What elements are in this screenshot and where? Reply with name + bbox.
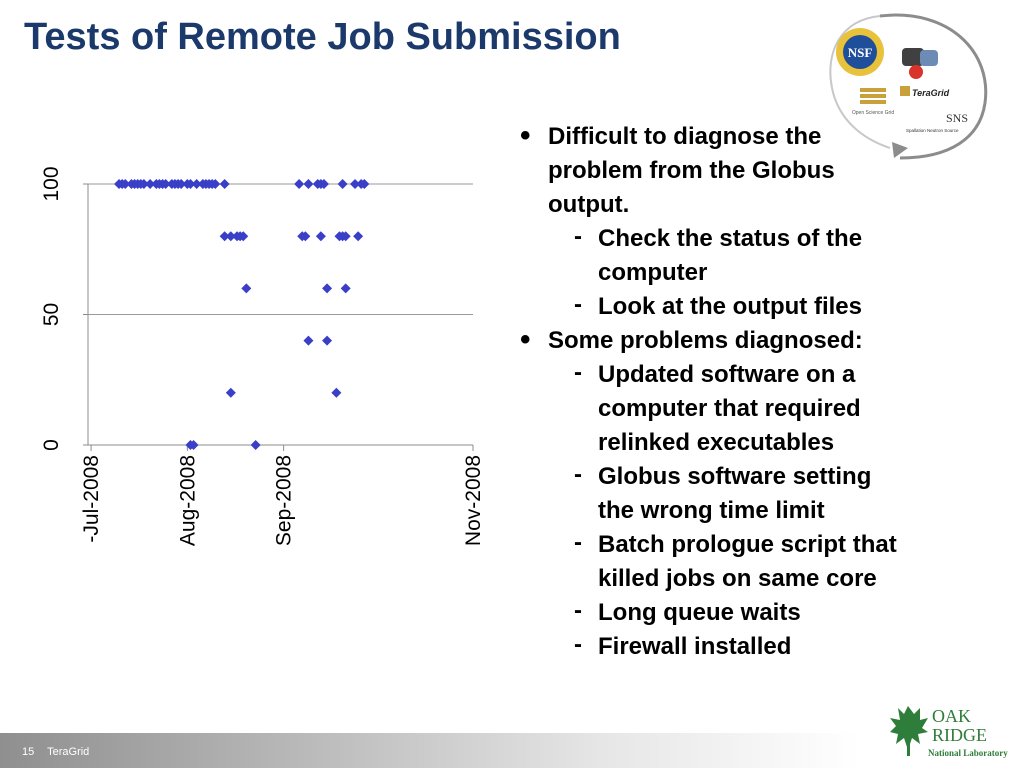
nsf-logo-icon: NSF bbox=[836, 28, 884, 76]
data-point bbox=[315, 231, 326, 242]
dash-icon: - bbox=[574, 223, 582, 250]
job-success-scatter-chart: 0 50 100 -Jul-2008 Aug-2008 Sep-2008 Nov-2008 bbox=[40, 166, 485, 546]
data-point bbox=[176, 179, 187, 189]
bullet-text: Difficult to diagnose the problem from t… bbox=[548, 120, 1000, 222]
data-point bbox=[322, 283, 333, 294]
data-point bbox=[188, 440, 199, 450]
page-number: 15 bbox=[22, 746, 35, 758]
data-point bbox=[225, 231, 236, 242]
sub-bullet-item: - Check the status of the computer bbox=[574, 222, 1000, 290]
data-point bbox=[219, 231, 230, 242]
sub-bullet-item: - Batch prologue script that killed jobs… bbox=[574, 528, 1000, 596]
data-point bbox=[303, 179, 314, 189]
sub-bullet-line: Check the status of the bbox=[598, 225, 863, 252]
sub-bullet-line: computer bbox=[598, 259, 708, 286]
footer-label: TeraGrid bbox=[47, 746, 90, 758]
data-point bbox=[238, 231, 249, 242]
dash-icon: - bbox=[574, 359, 582, 386]
bullet-line: output. bbox=[548, 191, 630, 218]
bullet-item: • Difficult to diagnose the problem from… bbox=[520, 120, 1000, 222]
sub-bullet-line: relinked executables bbox=[598, 429, 835, 456]
dash-icon: - bbox=[574, 291, 582, 318]
x-tick-label: Nov-2008 bbox=[462, 455, 485, 546]
data-point bbox=[145, 179, 156, 189]
bullet-list: • Difficult to diagnose the problem from… bbox=[520, 120, 1000, 664]
data-point bbox=[353, 231, 364, 242]
sub-bullet-item: - Globus software setting the wrong time… bbox=[574, 460, 1000, 528]
osg-logo-icon: Open Science Grid bbox=[852, 88, 894, 116]
bullet-line: Difficult to diagnose the bbox=[548, 123, 822, 150]
teragrid-logo-text: TeraGrid bbox=[912, 88, 950, 98]
sub-bullet-line: Long queue waits bbox=[598, 599, 801, 626]
y-tick-label: 50 bbox=[40, 303, 63, 326]
ornl-logo: OAK RIDGE National Laboratory bbox=[890, 706, 1008, 758]
sub-bullet-line: the wrong time limit bbox=[598, 497, 825, 524]
sns-logo-subtext: Spallation Neutron Source bbox=[906, 128, 959, 133]
footer: 15 TeraGrid bbox=[22, 746, 99, 758]
data-point bbox=[300, 231, 311, 242]
data-point bbox=[318, 179, 329, 189]
x-tick-label: -Jul-2008 bbox=[80, 455, 103, 543]
nsf-text: NSF bbox=[848, 45, 873, 60]
footer-bar bbox=[0, 733, 860, 768]
data-point bbox=[185, 179, 196, 189]
sub-bullet-line: computer that required bbox=[598, 395, 861, 422]
sns-logo-icon: SNS Spallation Neutron Source bbox=[906, 111, 968, 133]
dash-icon: - bbox=[574, 461, 582, 488]
bullet-item: • Some problems diagnosed: bbox=[520, 324, 1000, 358]
sub-bullet-line: Batch prologue script that bbox=[598, 531, 897, 558]
data-point bbox=[219, 179, 230, 189]
x-tick-label: Aug-2008 bbox=[176, 455, 199, 546]
data-point bbox=[340, 231, 351, 242]
data-point bbox=[138, 179, 149, 189]
sub-bullet-line: Look at the output files bbox=[598, 293, 862, 320]
data-point bbox=[160, 179, 171, 189]
y-tick-label: 0 bbox=[40, 439, 63, 451]
partner-logos: NSF TeraGrid Open Science Grid SNS Spall… bbox=[829, 13, 988, 160]
teragrid-logo-icon: TeraGrid bbox=[900, 86, 950, 98]
sub-bullet-item: - Updated software on a computer that re… bbox=[574, 358, 1000, 460]
ornl-small-logo-icon bbox=[902, 48, 938, 79]
slide-title: Tests of Remote Job Submission bbox=[24, 16, 621, 58]
ornl-line1: OAK bbox=[932, 706, 971, 726]
bullet-line: problem from the Globus bbox=[548, 157, 835, 184]
sub-bullet-item: - Look at the output files bbox=[574, 290, 1000, 324]
data-point bbox=[331, 387, 342, 398]
sub-bullet-item: - Firewall installed bbox=[574, 630, 1000, 664]
data-point bbox=[120, 179, 131, 189]
sub-bullet-line: Updated software on a bbox=[598, 361, 856, 388]
sub-bullet-line: Firewall installed bbox=[598, 633, 792, 660]
data-point bbox=[337, 179, 348, 189]
oak-leaf-icon bbox=[890, 706, 928, 756]
ornl-line3: National Laboratory bbox=[928, 748, 1008, 758]
bullet-line: Some problems diagnosed: bbox=[548, 327, 863, 354]
data-point bbox=[225, 387, 236, 398]
ornl-line2: RIDGE bbox=[932, 725, 987, 745]
data-point bbox=[359, 179, 370, 189]
sub-bullet-item: - Long queue waits bbox=[574, 596, 1000, 630]
bullet-dot-icon: • bbox=[520, 119, 531, 152]
data-point bbox=[350, 179, 361, 189]
data-point bbox=[303, 335, 314, 346]
bullet-dot-icon: • bbox=[520, 323, 531, 356]
dash-icon: - bbox=[574, 529, 582, 556]
dash-icon: - bbox=[574, 597, 582, 624]
data-point bbox=[241, 283, 252, 294]
sub-bullet-line: killed jobs on same core bbox=[598, 565, 877, 592]
swirl-arc-icon bbox=[829, 13, 988, 160]
y-tick-label: 100 bbox=[40, 166, 63, 201]
osg-logo-text: Open Science Grid bbox=[852, 110, 894, 116]
data-point bbox=[210, 179, 221, 189]
data-point bbox=[322, 335, 333, 346]
data-point bbox=[294, 179, 305, 189]
sns-logo-text: SNS bbox=[946, 111, 968, 125]
x-tick-label: Sep-2008 bbox=[273, 455, 296, 546]
data-point bbox=[340, 283, 351, 294]
data-point bbox=[191, 179, 202, 189]
sub-bullet-line: Globus software setting bbox=[598, 463, 872, 490]
dash-icon: - bbox=[574, 631, 582, 658]
data-point bbox=[250, 440, 261, 450]
